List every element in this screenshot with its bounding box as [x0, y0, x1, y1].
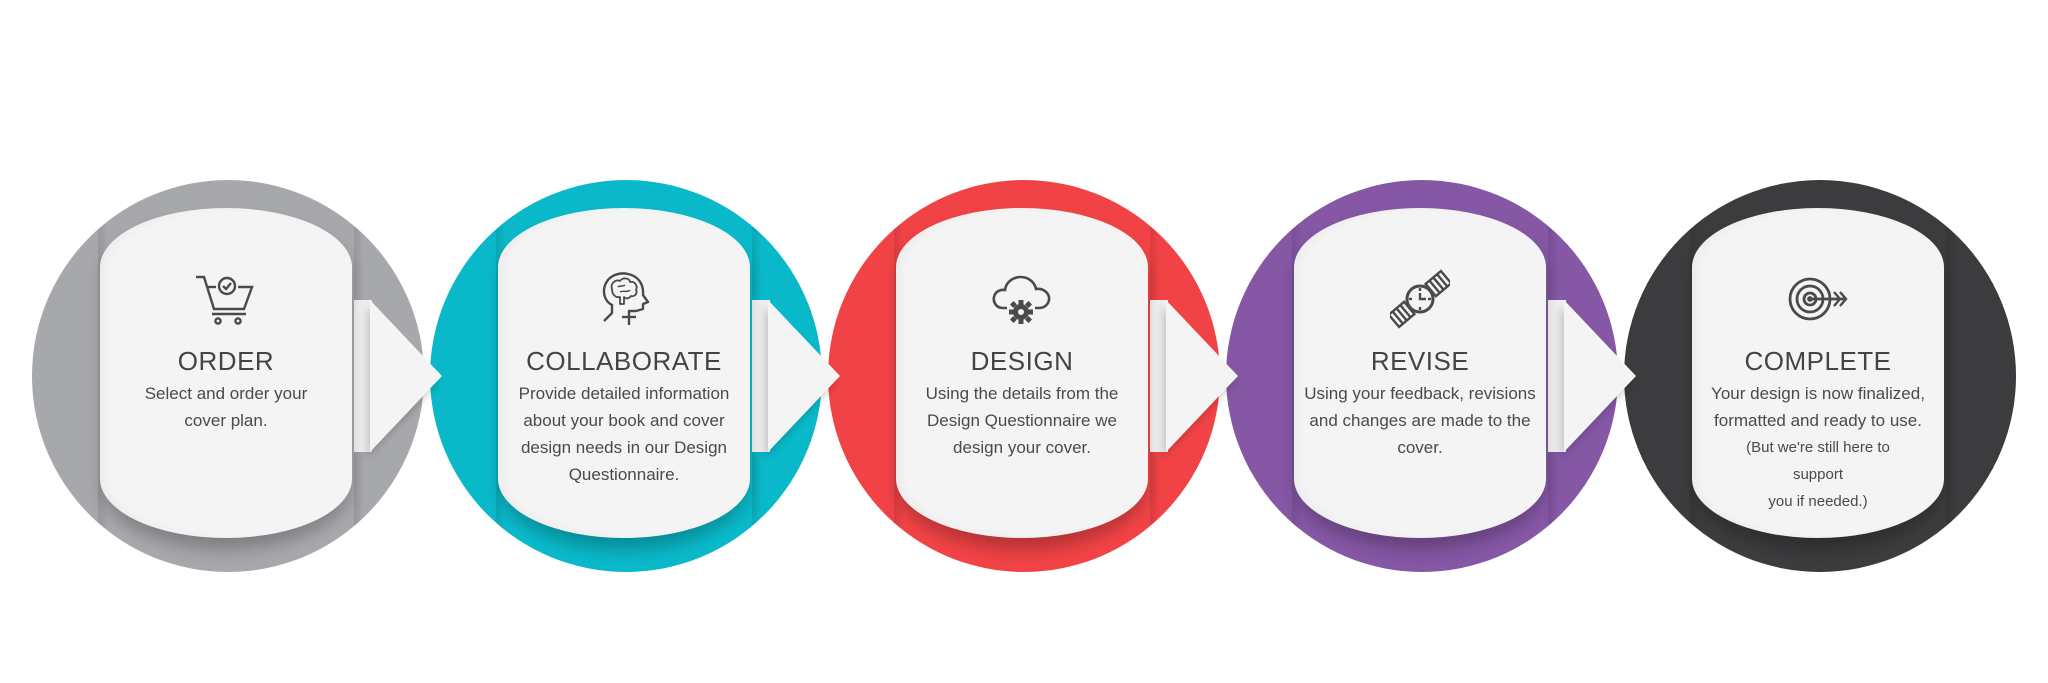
shopping-cart-check-icon: [194, 272, 258, 326]
step-card: DESIGN Using the details from the Design…: [896, 208, 1148, 538]
step-description: Provide detailed information about your …: [518, 384, 730, 484]
target-arrow-icon: [1786, 272, 1850, 326]
step-card: ORDER Select and order your cover plan.: [100, 208, 352, 538]
step-order: ORDER Select and order your cover plan.: [32, 180, 442, 572]
step-description: Using the details from the Design Questi…: [925, 384, 1119, 457]
step-design: DESIGN Using the details from the Design…: [828, 180, 1238, 572]
step-title: REVISE: [1370, 346, 1470, 376]
step-complete: COMPLETE Your design is now finalized, f…: [1624, 180, 2016, 572]
step-collaborate: COLLABORATE Provide detailed information…: [430, 180, 840, 572]
cloud-gear-icon: [990, 272, 1054, 326]
step-title: DESIGN: [970, 346, 1074, 376]
step-revise: REVISE Using your feedback, revisions an…: [1226, 180, 1636, 572]
step-note: (But we're still here to support you if …: [1746, 439, 1890, 510]
next-arrow: [1166, 300, 1238, 452]
step-description: Select and order your cover plan.: [144, 384, 308, 430]
step-title: ORDER: [177, 346, 275, 376]
step-description: Using your feedback, revisions and chang…: [1304, 384, 1536, 457]
head-brain-icon: [592, 272, 656, 326]
step-title: COLLABORATE: [526, 346, 722, 376]
step-card: COLLABORATE Provide detailed information…: [498, 208, 750, 538]
step-title: COMPLETE: [1744, 346, 1892, 376]
next-arrow: [1564, 300, 1636, 452]
step-description: Your design is now finalized, formatted …: [1711, 384, 1925, 430]
next-arrow: [370, 300, 442, 452]
wristwatch-icon: [1388, 269, 1452, 329]
step-card: REVISE Using your feedback, revisions an…: [1294, 208, 1546, 538]
step-card: COMPLETE Your design is now finalized, f…: [1692, 208, 1944, 538]
next-arrow: [768, 300, 840, 452]
